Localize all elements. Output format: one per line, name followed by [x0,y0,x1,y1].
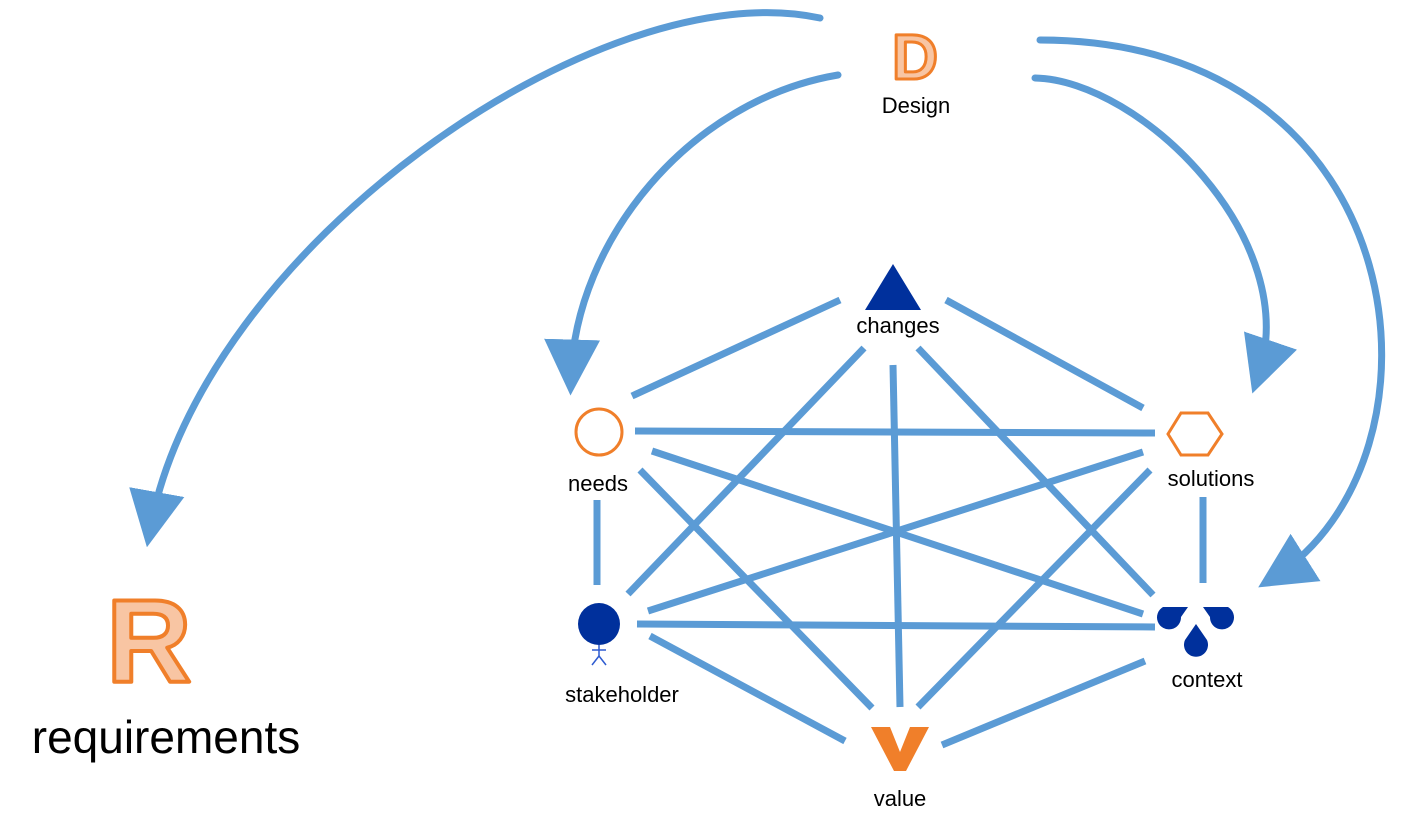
edge-changes-needs [630,296,842,400]
changes-node: changes [856,264,940,338]
stick-figure-icon [578,603,620,666]
design-arrows [129,9,1386,588]
context-label: context [1172,667,1243,692]
requirements-label: requirements [32,711,300,763]
three-blobs-icon [1157,607,1234,657]
connector-lines [593,296,1207,749]
solutions-node: solutions [1166,411,1255,491]
v-chevron-icon [871,727,929,771]
circle-outline-icon [574,407,624,457]
hexagon-icon [1166,411,1224,457]
edge-changes-value [889,364,904,708]
stakeholder-label: stakeholder [565,682,679,707]
arrow-design-to-solutions [1031,74,1297,394]
edge-changes-stakeholder [625,345,867,597]
triangle-icon [865,264,921,310]
value-label: value [874,786,927,811]
design-letter-icon: D [892,21,938,93]
design-node: D Design [882,20,950,119]
edge-changes-context [915,345,1156,598]
edge-stakeholder-context [636,620,1156,631]
needs-label: needs [568,471,628,496]
stakeholder-node: stakeholder [565,603,679,707]
solutions-label: solutions [1168,466,1255,491]
arrow-design-to-requirements [129,9,824,548]
arrow-design-to-context [1036,36,1386,588]
requirements-node: R requirements [32,574,300,763]
context-node: context [1157,607,1242,692]
edge-changes-solutions [944,296,1145,412]
edge-stakeholder-value [648,632,847,745]
value-node: value [871,727,929,811]
edge-needs-value [637,467,875,711]
edge-solutions-stakeholder [646,448,1145,615]
arrow-design-to-needs [544,71,842,396]
edge-context-value [940,657,1147,749]
edge-solutions-value [915,467,1153,710]
changes-label: changes [856,313,939,338]
design-label: Design [882,93,950,118]
requirements-letter-icon: R [106,576,191,708]
edge-needs-solutions [634,427,1156,437]
needs-node: needs [568,407,628,496]
